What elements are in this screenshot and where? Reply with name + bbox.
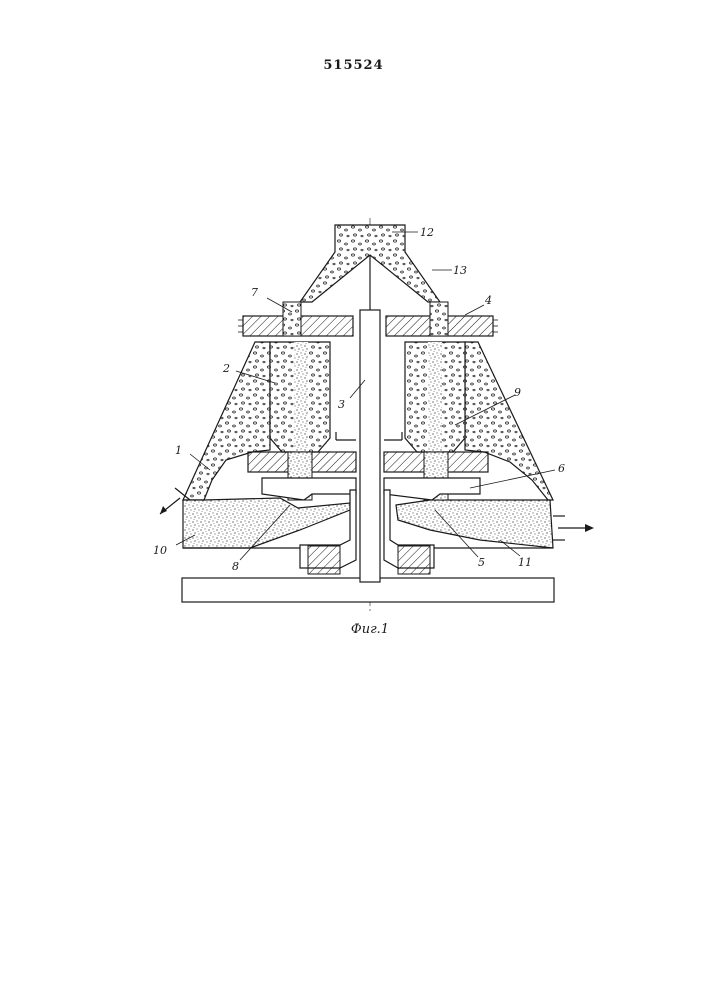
sand-chamber-left	[183, 498, 350, 548]
callout-2: 2	[222, 362, 230, 375]
callout-10: 10	[153, 544, 167, 557]
callout-4: 4	[484, 294, 492, 307]
central-shaft	[360, 310, 380, 582]
callout-1: 1	[175, 444, 182, 457]
pulley-left	[308, 546, 340, 574]
figure-caption: Фиг.1	[330, 622, 410, 637]
housing-right	[465, 342, 553, 500]
callout-8: 8	[232, 560, 239, 573]
callout-11: 11	[518, 556, 532, 569]
lower-plate-left	[262, 478, 356, 500]
lower-plate-right	[384, 478, 480, 500]
callout-7: 7	[251, 286, 258, 299]
callout-3: 3	[338, 398, 345, 411]
callout-5: 5	[478, 556, 485, 569]
callout-13: 13	[453, 264, 467, 277]
callout-6: 6	[558, 462, 565, 475]
callout-9: 9	[514, 386, 521, 399]
callout-12: 12	[420, 226, 434, 239]
sand-chamber-right	[396, 500, 553, 548]
pulley-right	[398, 546, 430, 574]
